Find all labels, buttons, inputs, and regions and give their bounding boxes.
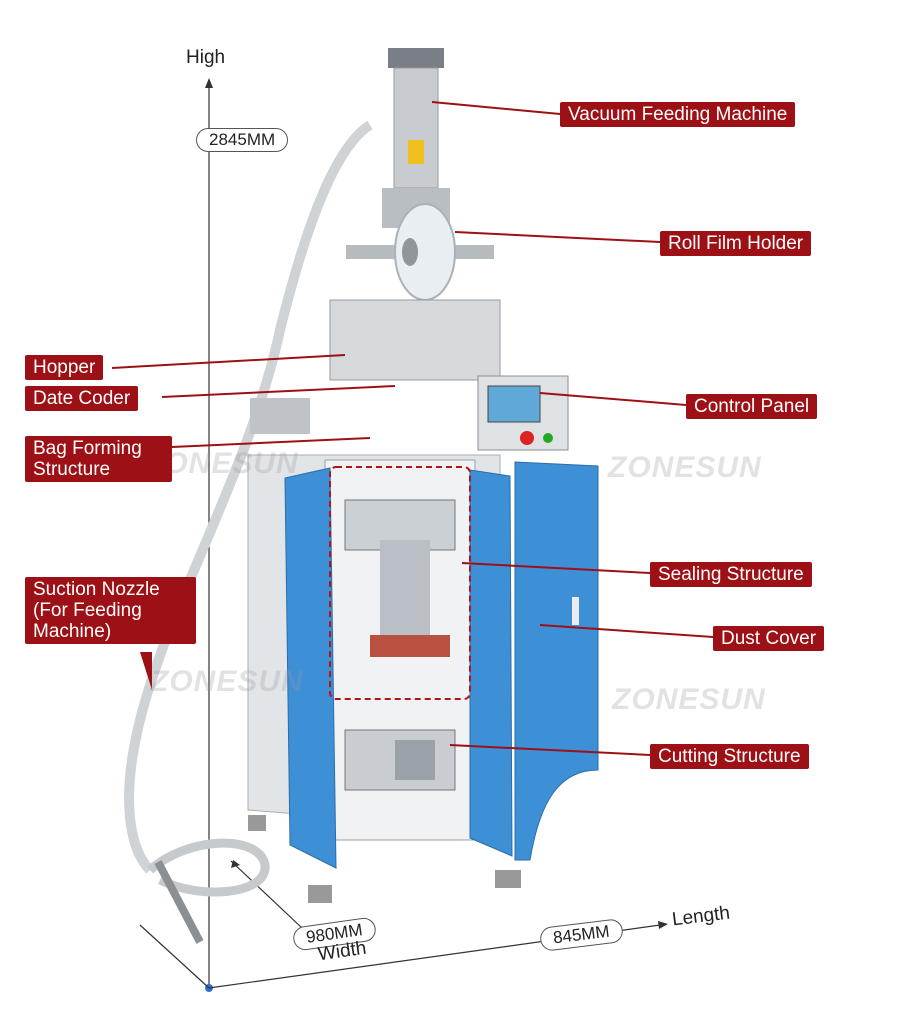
dust-cover-slot — [572, 597, 579, 625]
feeder-cylinder — [393, 67, 439, 189]
leader-roll-film — [454, 231, 661, 243]
height-dimension: 2845MM — [196, 128, 289, 152]
feeder-motor-cap — [388, 48, 444, 68]
watermark: ZONESUN — [150, 665, 304, 698]
cutting-cylinder — [395, 740, 435, 780]
width-axis-line — [139, 924, 210, 989]
watermark: ZONESUN — [608, 451, 762, 484]
length-axis-arrow — [658, 921, 668, 929]
high-label: High — [186, 47, 226, 68]
feeder-yellow-valve — [408, 140, 424, 164]
leader-date-coder — [161, 385, 396, 398]
width-axis-arrow — [231, 860, 240, 868]
leader-sealing — [461, 562, 651, 574]
callout-dust-cover: Dust Cover — [713, 626, 825, 651]
leader-cutting — [449, 744, 651, 756]
emergency-stop — [520, 431, 534, 445]
callout-pointer-suction — [140, 652, 152, 690]
foot-left-front — [308, 885, 332, 903]
callout-hopper: Hopper — [25, 355, 104, 380]
leader-dust-cover — [539, 624, 714, 638]
watermark: ZONESUN — [612, 683, 766, 716]
callout-roll-film-holder: Roll Film Holder — [660, 231, 812, 256]
callout-date-coder: Date Coder — [25, 386, 139, 411]
callout-suction-nozzle: Suction Nozzle (For Feeding Machine) — [25, 577, 196, 644]
dust-cover-panel — [514, 461, 599, 861]
forming-tube — [380, 540, 430, 640]
upper-frame — [329, 299, 501, 381]
suction-nozzle-pipe — [154, 860, 204, 944]
inner-right-door — [469, 469, 513, 857]
suction-hose — [124, 120, 373, 874]
hopper-tray — [250, 398, 310, 434]
callout-control-panel: Control Panel — [686, 394, 818, 419]
callout-cutting-structure: Cutting Structure — [650, 744, 809, 769]
horizontal-sealer — [370, 635, 450, 657]
leader-hopper — [111, 354, 346, 369]
leader-bag-forming — [171, 437, 371, 448]
left-door — [284, 467, 337, 869]
callout-vacuum-feeding-machine: Vacuum Feeding Machine — [560, 102, 796, 127]
control-panel-screen — [487, 385, 541, 423]
foot-right-front — [495, 870, 521, 888]
leader-control-panel — [539, 392, 687, 406]
suction-hose-coil — [147, 838, 270, 897]
leader-vacuum — [431, 101, 561, 115]
start-button — [543, 433, 553, 443]
roll-film-core — [402, 238, 418, 266]
callout-bag-forming-structure: Bag Forming Structure — [25, 436, 172, 482]
callout-sealing-structure: Sealing Structure — [650, 562, 812, 587]
height-axis-arrow — [205, 78, 213, 88]
foot-left-rear — [248, 815, 266, 831]
sealing-highlight-box — [329, 466, 471, 700]
